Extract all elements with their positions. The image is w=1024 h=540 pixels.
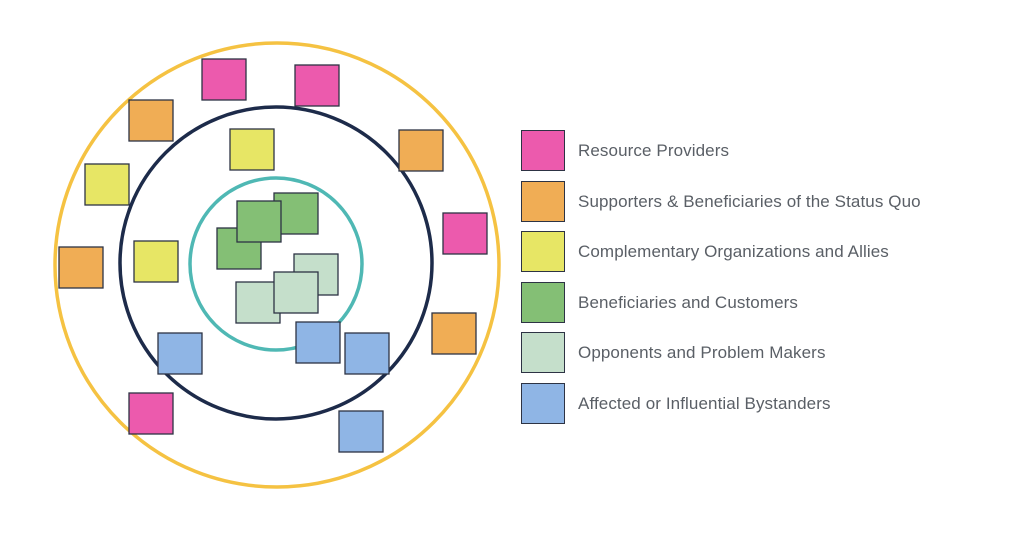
legend-label: Beneficiaries and Customers (578, 292, 799, 312)
sticky-note-resource-providers (442, 212, 488, 255)
middle-ring (118, 105, 434, 421)
legend-label: Resource Providers (578, 141, 730, 160)
outer-ring (53, 41, 501, 489)
sticky-note-complementary (229, 128, 275, 171)
sticky-note-bystanders (157, 332, 203, 375)
legend-swatch (521, 281, 565, 323)
sticky-note-supporters (431, 312, 477, 355)
sticky-note-beneficiaries (236, 200, 282, 243)
sticky-note-resource-providers (294, 64, 340, 107)
inner-ring (188, 176, 364, 352)
legend-swatch (521, 382, 565, 424)
sticky-note-bystanders (338, 410, 384, 453)
sticky-note-supporters (128, 99, 174, 142)
sticky-note-supporters (398, 129, 444, 172)
sticky-note-complementary (133, 240, 179, 283)
sticky-note-opponents (235, 281, 281, 324)
sticky-note-bystanders (295, 321, 341, 364)
sticky-note-supporters (58, 246, 104, 289)
sticky-notes (58, 58, 488, 453)
legend-swatch (521, 332, 565, 373)
legend-label: Supporters & Beneficiaries of the Status… (578, 191, 921, 211)
legend-swatch (521, 231, 565, 272)
legend-label: Opponents and Problem Makers (578, 343, 826, 362)
legend-swatch (521, 180, 565, 222)
sticky-note-opponents (273, 271, 319, 314)
sticky-note-complementary (84, 163, 130, 206)
sticky-note-bystanders (344, 332, 390, 375)
sticky-note-resource-providers (128, 392, 174, 435)
legend-swatch (521, 130, 565, 171)
legend-label: Affected or Influential Bystanders (578, 393, 831, 413)
legend-label: Complementary Organizations and Allies (578, 242, 889, 261)
sticky-note-resource-providers (201, 58, 247, 101)
